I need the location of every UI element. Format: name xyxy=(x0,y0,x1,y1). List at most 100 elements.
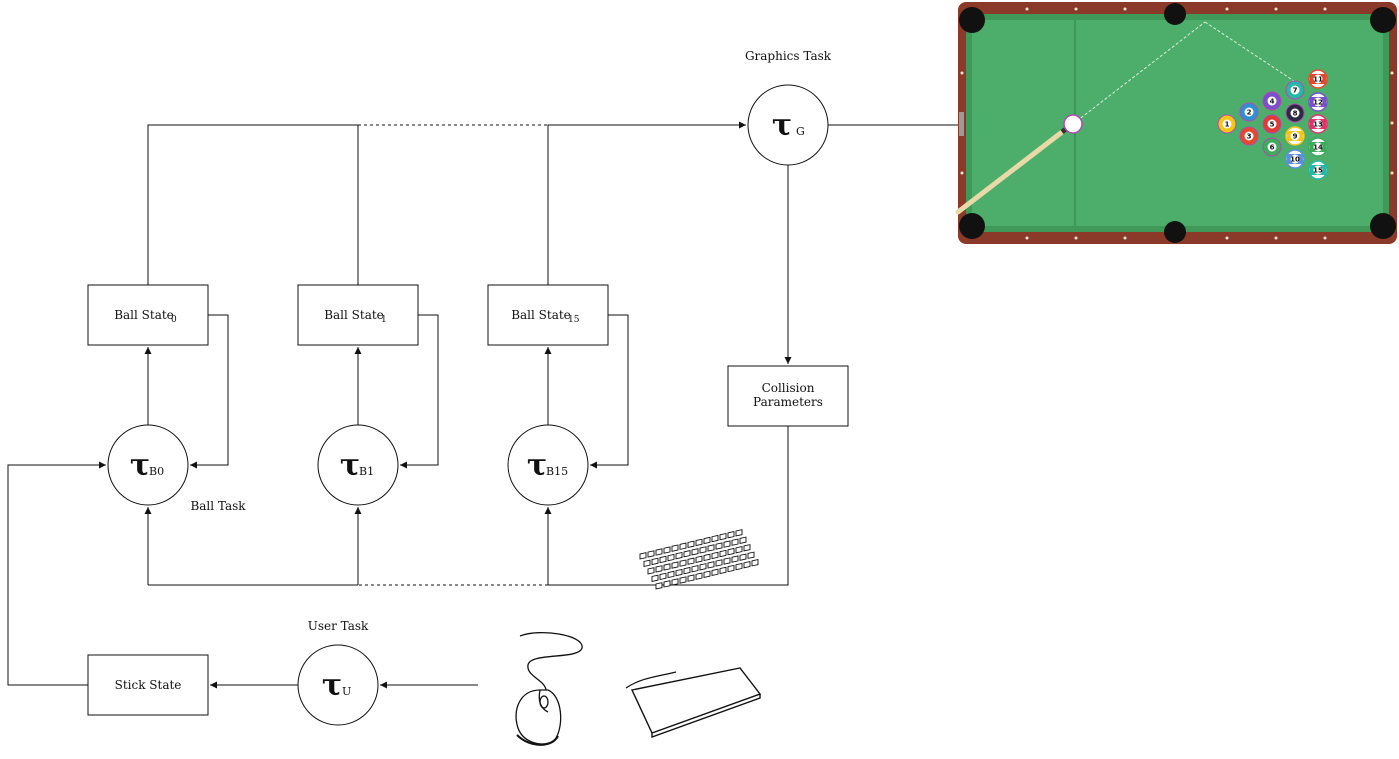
keyboard-key xyxy=(727,531,735,539)
ball-13: 13 xyxy=(1308,114,1328,134)
graphics-task-subscript: G xyxy=(796,125,805,138)
keyboard-key xyxy=(663,563,671,571)
keyboard-key xyxy=(671,578,679,586)
ball-1: 1 xyxy=(1217,114,1237,134)
pocket-markers xyxy=(959,3,1396,243)
keyboard-key xyxy=(659,555,667,564)
keyboard-key xyxy=(695,538,703,547)
keyboard-key xyxy=(639,552,647,560)
ball-state-1-feedback xyxy=(400,314,439,469)
keyboard-key xyxy=(647,567,655,575)
keyboard-key xyxy=(735,529,743,537)
keyboard-key xyxy=(699,563,707,571)
ball-state-1-label: Ball State xyxy=(324,308,384,322)
ball-state-0-feedback xyxy=(190,314,229,469)
keyboard-key xyxy=(679,559,687,567)
keyboard-key xyxy=(655,548,663,556)
ball-number: 9 xyxy=(1293,133,1298,141)
ball-number: 11 xyxy=(1313,76,1323,84)
keyboard-key xyxy=(671,561,679,569)
user-task-node: τ U xyxy=(297,644,379,726)
keyboard-key xyxy=(719,532,727,541)
ball-11: 11 xyxy=(1308,69,1328,89)
ball-5: 5 xyxy=(1262,114,1282,134)
ball-number: 8 xyxy=(1293,110,1298,118)
ball-task-1-symbol: τ xyxy=(340,448,360,483)
keyboard-key xyxy=(687,574,695,582)
collision-parameters-box: Collision Parameters xyxy=(727,365,849,427)
keyboard-icon xyxy=(625,529,762,738)
ball-number: 7 xyxy=(1293,87,1298,95)
collision-bus-right xyxy=(548,426,789,586)
keyboard-key xyxy=(679,542,687,550)
keyboard-key xyxy=(655,582,663,590)
keyboard-key xyxy=(751,559,759,567)
keyboard-key xyxy=(647,550,655,558)
ball-task-15-symbol: τ xyxy=(527,448,547,483)
keyboard-key xyxy=(735,545,743,554)
ball-task-1-subscript: B1 xyxy=(359,465,374,478)
keyboard-key xyxy=(691,565,699,573)
keyboard-key xyxy=(691,548,699,556)
keyboard-key xyxy=(727,564,735,573)
ball-state-15-feedback xyxy=(590,314,629,469)
user-task-subscript: U xyxy=(342,685,351,698)
keyboard-key xyxy=(695,555,703,563)
top-bus-left xyxy=(147,124,358,285)
keyboard-key xyxy=(707,561,715,569)
user-task-label: User Task xyxy=(308,619,369,633)
keyboard-key xyxy=(703,570,711,578)
keyboard-key xyxy=(719,549,727,558)
keyboard-key xyxy=(727,547,735,556)
ball-number: 14 xyxy=(1313,144,1323,152)
keyboard-key xyxy=(651,574,659,582)
graphics-task-node: τ G xyxy=(747,84,829,166)
keyboard-key xyxy=(699,546,707,554)
keyboard-key xyxy=(743,544,751,552)
ball-8: 8 xyxy=(1285,103,1305,123)
collision-parameters-line2: Parameters xyxy=(753,395,823,409)
stick-state-label: Stick State xyxy=(115,678,182,692)
keyboard-key xyxy=(659,572,667,581)
top-bus-right xyxy=(547,121,746,285)
keyboard-key xyxy=(663,580,671,588)
ball-task-0-symbol: τ xyxy=(130,448,150,483)
collision-parameters-line1: Collision xyxy=(762,381,815,395)
ball-number: 4 xyxy=(1270,98,1275,106)
keyboard-key xyxy=(675,551,683,560)
ball-state-0-subscript: 0 xyxy=(171,315,177,325)
ball-task-0-subscript: B0 xyxy=(149,465,164,478)
ball-15: 15 xyxy=(1308,160,1328,180)
keyboard-key xyxy=(671,544,679,552)
keyboard-key xyxy=(655,565,663,573)
keyboard-key xyxy=(723,557,731,565)
ball-state-1-subscript: 1 xyxy=(381,315,387,325)
rail-diamonds xyxy=(960,7,1394,240)
keyboard-key xyxy=(683,550,691,558)
keyboard-key xyxy=(663,546,671,554)
keyboard-key xyxy=(695,572,703,580)
aim-line xyxy=(1072,21,1206,125)
keyboard-key xyxy=(711,534,719,543)
keyboard-key xyxy=(651,557,659,566)
cue-ball xyxy=(1063,114,1083,134)
ball-state-0-box: Ball State 0 xyxy=(87,284,209,346)
keyboard-key xyxy=(643,559,651,567)
ball-task-15-subscript: B15 xyxy=(546,465,568,478)
ball-3: 3 xyxy=(1239,126,1259,146)
keyboard-key xyxy=(711,551,719,560)
keyboard-key xyxy=(731,555,739,563)
graphics-task-symbol: τ xyxy=(772,108,792,143)
keyboard-key xyxy=(711,568,719,577)
keyboard-key xyxy=(679,576,687,584)
ball-task-label: Ball Task xyxy=(190,499,246,513)
keyboard-key xyxy=(715,542,723,550)
ball-state-15-box: Ball State 15 xyxy=(487,284,609,346)
keyboard-key xyxy=(747,551,755,559)
keyboard-key xyxy=(667,570,675,579)
graphics-task-label: Graphics Task xyxy=(745,49,832,63)
ball-2: 2 xyxy=(1239,102,1259,122)
ball-14: 14 xyxy=(1308,137,1328,157)
